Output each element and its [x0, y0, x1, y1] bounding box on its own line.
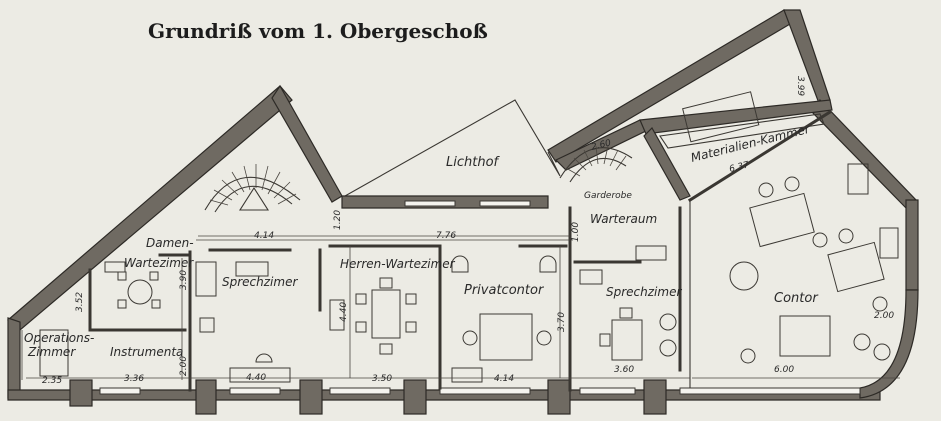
label-contor: Contor — [774, 291, 819, 306]
dim-120: 1.20 — [333, 210, 343, 230]
dim-600: 6.00 — [774, 365, 794, 375]
label-sprechzimmer-1: Sprechzimer — [222, 275, 298, 289]
dim-200-left: 2.00 — [179, 356, 189, 376]
label-damen-wartezimmer-line1: Damen- — [146, 236, 194, 250]
label-warteraum: Warteraum — [590, 212, 657, 226]
right-staircase — [559, 145, 633, 183]
label-instrumenta: Instrumenta — [110, 345, 183, 359]
dim-414-bottom: 4.14 — [494, 374, 514, 384]
dim-440-vertical: 4.40 — [339, 302, 349, 322]
dim-414-top: 4.14 — [254, 231, 274, 241]
plan-title: Grundriß vom 1. Obergeschoß — [148, 19, 488, 43]
label-lichthof: Lichthof — [446, 155, 501, 170]
label-operations-zimmer-line2: Zimmer — [27, 345, 76, 359]
label-materialien-kammer: Materialien-Kammer — [689, 122, 812, 165]
dim-637: 6.37 — [728, 160, 750, 175]
label-operations-zimmer-line1: Operations- — [24, 331, 94, 345]
furniture — [39, 163, 899, 383]
label-herren-wartezimmer: Herren-Wartezimer — [340, 257, 456, 271]
dim-360: 3.60 — [614, 365, 634, 375]
dim-336: 3.36 — [124, 374, 144, 384]
dim-100: 1.00 — [571, 222, 581, 242]
interior-walls — [88, 109, 833, 392]
dim-200-right: 2.00 — [874, 311, 894, 321]
label-sprechzimmer-2: Sprechzimer — [606, 285, 682, 299]
left-staircase — [204, 164, 301, 213]
label-privatcontor: Privatcontor — [464, 283, 545, 298]
materialien-kammer-room — [659, 91, 825, 149]
dim-235: 2.35 — [42, 376, 62, 386]
lichthof-court — [344, 99, 561, 197]
exterior-walls — [7, 9, 919, 415]
dim-399: 3.99 — [795, 76, 805, 96]
dim-370: 3.70 — [557, 312, 567, 332]
dim-440-bottom: 4.40 — [246, 373, 266, 383]
dimension-lines — [21, 235, 900, 380]
windows — [99, 200, 861, 395]
dim-390: 3.90 — [179, 270, 189, 290]
dim-350: 3.50 — [372, 374, 392, 384]
label-damen-wartezimmer-line2: Wartezimer — [124, 256, 194, 270]
dim-352: 3.52 — [75, 292, 85, 312]
dim-776: 7.76 — [436, 231, 456, 241]
dim-260: 2.60 — [590, 138, 612, 153]
label-garderobe: Garderobe — [584, 191, 632, 201]
